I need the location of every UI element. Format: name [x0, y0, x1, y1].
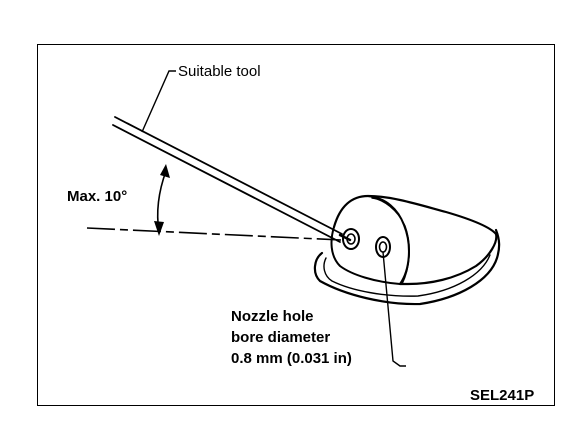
- nozzle-label: Nozzle hole bore diameter 0.8 mm (0.031 …: [231, 306, 352, 369]
- nozzle-label-line-3: 0.8 mm (0.031 in): [231, 350, 352, 367]
- angle-label: Max. 10°: [67, 188, 128, 205]
- angle-arc: [154, 164, 170, 236]
- nozzle-label-leader: [382, 251, 406, 367]
- nozzle-base-inner: [323, 254, 491, 297]
- nozzle-label-line-1: Nozzle hole: [231, 308, 314, 325]
- tool-label: Suitable tool: [178, 63, 261, 80]
- nozzle-dome: [332, 194, 498, 286]
- nozzle-hole-left: [342, 228, 360, 250]
- reference-code: SEL241P: [470, 387, 535, 404]
- nozzle-base-flange: [313, 228, 501, 306]
- reference-line: [86, 227, 342, 241]
- tool-label-leader: [141, 70, 176, 133]
- washer-nozzle: [313, 194, 501, 306]
- nozzle-label-line-2: bore diameter: [231, 329, 331, 346]
- nozzle-dome-contour: [371, 197, 410, 285]
- suitable-tool: [112, 116, 352, 243]
- figure-frame: [37, 44, 555, 406]
